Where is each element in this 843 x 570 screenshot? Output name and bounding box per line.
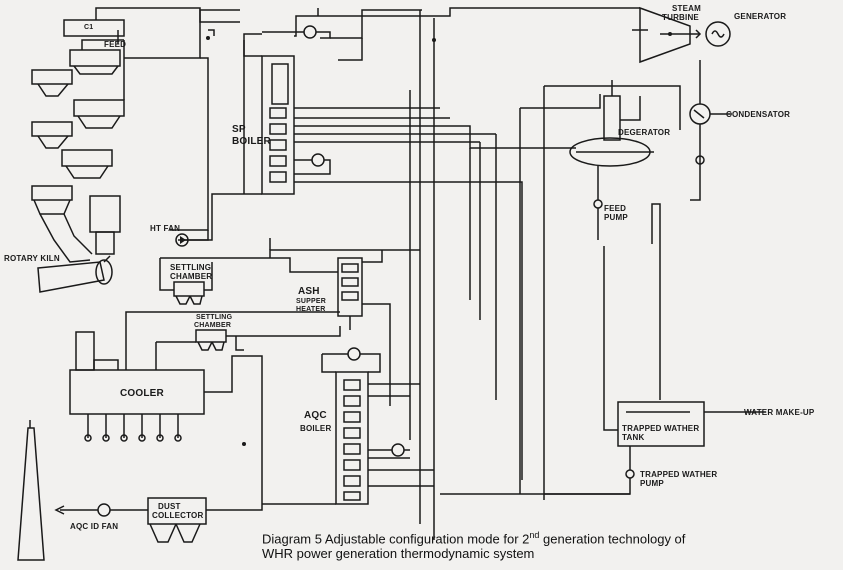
trapped-pump-label-2: PUMP xyxy=(640,479,664,488)
condensator xyxy=(690,60,732,200)
supper-label: SUPPER xyxy=(296,298,326,306)
trapped-tank-label-1: TRAPPED WATHER xyxy=(622,424,699,433)
diagram-caption: Diagram 5 Adjustable configuration mode … xyxy=(262,528,685,561)
caption-line-1: Diagram 5 Adjustable configuration mode … xyxy=(262,528,685,546)
condensator-label: CONDENSATOR xyxy=(726,110,790,119)
ash-label: ASH xyxy=(298,286,320,297)
feed-pump-label-2: PUMP xyxy=(604,213,628,222)
generator-label: GENERATOR xyxy=(734,12,786,21)
preheater-tower xyxy=(32,8,240,262)
dust-collector xyxy=(56,498,250,542)
caption-sup: nd xyxy=(529,530,539,540)
sp-boiler xyxy=(244,16,330,194)
aqc-boiler xyxy=(262,348,434,504)
ash-supper-heater xyxy=(338,250,390,406)
settling-chamber-2-label-a: SETTLING xyxy=(196,314,232,322)
heater-label: HEATER xyxy=(296,306,325,314)
settling-chamber-2 xyxy=(156,326,340,350)
fan-arrow-icon xyxy=(180,236,186,244)
caption-text-post: generation technology of xyxy=(539,531,685,546)
trapped-water-tank xyxy=(440,204,740,494)
aqc-boiler-label: BOILER xyxy=(300,424,331,433)
caption-text-pre: Diagram 5 Adjustable configuration mode … xyxy=(262,531,529,546)
steam-label: STEAM xyxy=(672,4,701,13)
settling-chamber-1-label-a: SETTLING xyxy=(170,263,211,272)
collector-label: COLLECTOR xyxy=(152,511,203,520)
deaerator-label: DEGERATOR xyxy=(618,128,670,137)
sp-label: SP xyxy=(232,124,246,135)
ht-fan-label: HT FAN xyxy=(150,224,180,233)
stack xyxy=(18,420,44,560)
water-makeup-label: WATER MAKE-UP xyxy=(744,408,814,417)
rotary-kiln-label: ROTARY KILN xyxy=(4,254,60,263)
feed-pump-label-1: FEED xyxy=(604,204,626,213)
caption-line-2: WHR power generation thermodynamic syste… xyxy=(262,546,685,561)
cyclone-label: C1 xyxy=(84,24,93,32)
aqc-label: AQC xyxy=(304,410,327,421)
feed-label: FEED xyxy=(104,40,126,49)
settling-chamber-2-label-b: CHAMBER xyxy=(194,322,231,330)
settling-chamber-1-label-b: CHAMBER xyxy=(170,272,212,281)
sp-boiler-label: BOILER xyxy=(232,136,271,147)
aqc-id-fan-label: AQC ID FAN xyxy=(70,522,118,531)
trapped-tank-label-2: TANK xyxy=(622,433,644,442)
turbine-label: TURBINE xyxy=(662,13,699,22)
cooler-label: COOLER xyxy=(120,388,164,399)
trapped-pump-label-1: TRAPPED WATHER xyxy=(640,470,717,479)
dust-label: DUST xyxy=(158,502,181,511)
